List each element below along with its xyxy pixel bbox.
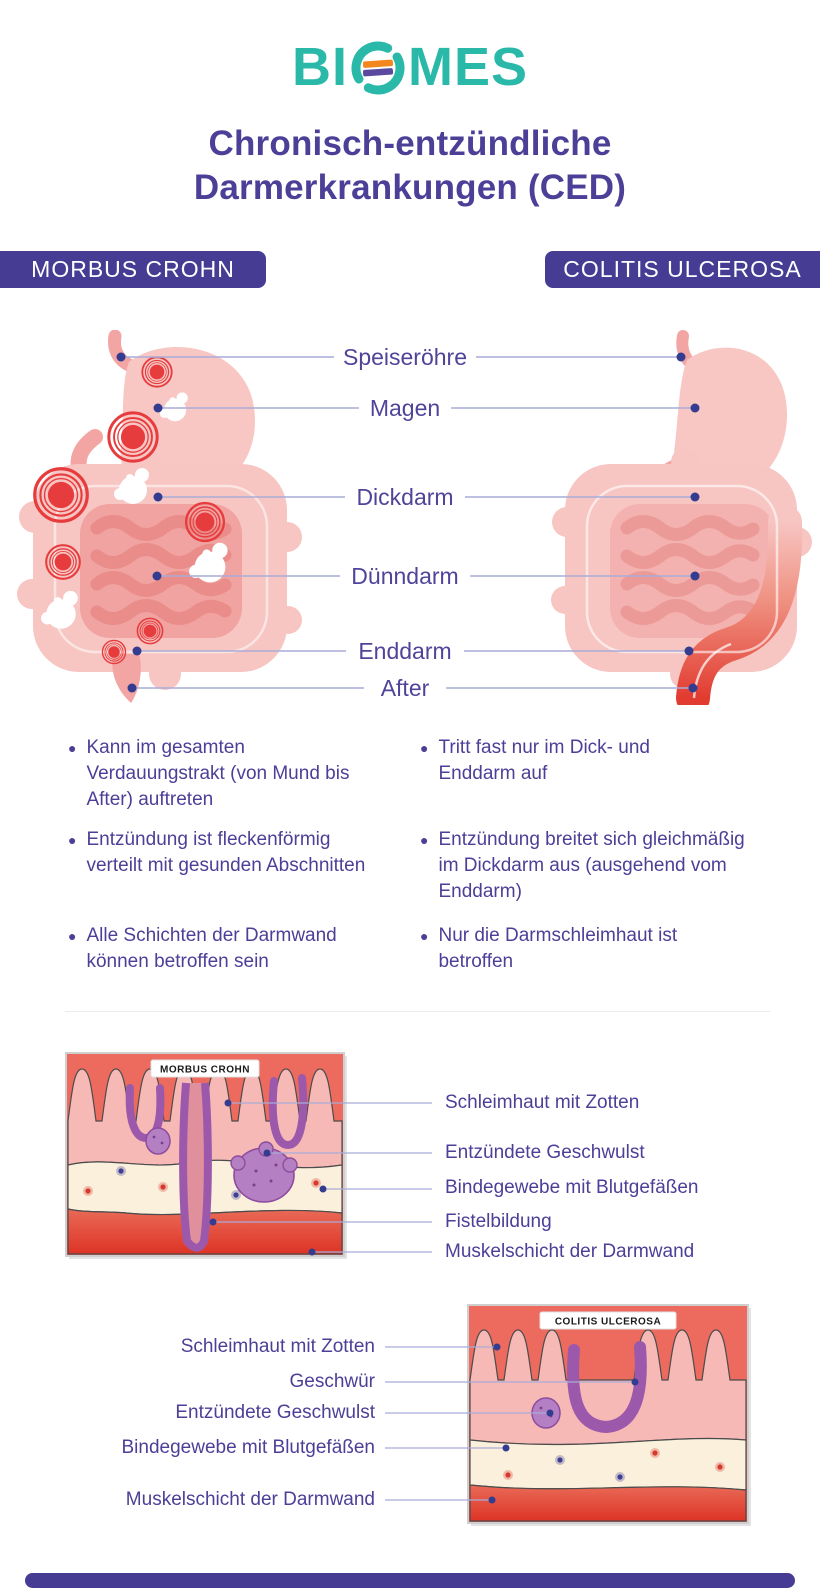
crohn-tissue-label-1: Schleimhaut mit Zotten <box>445 1092 640 1113</box>
crohn-tissue-title: MORBUS CROHN <box>160 1065 250 1076</box>
crohn-rectum <box>112 654 141 703</box>
digestive-tract-comparison-illustration <box>17 330 812 705</box>
anatomy-label-enddarm: Enddarm <box>358 638 452 664</box>
colitis-digestive-tract <box>551 330 812 705</box>
bullet-dot: ● <box>68 928 77 944</box>
colitis-bullet-1: ● Tritt fast nur im Dick- und Enddarm au… <box>420 735 720 787</box>
crohn-esophagus <box>108 330 138 373</box>
logo-text-mes: MES <box>407 37 529 97</box>
biomes-logo: BI MES <box>0 38 820 96</box>
crohn-tissue-cross-section: MORBUS CROHN <box>65 1052 432 1259</box>
crohn-small-growth <box>145 1127 171 1155</box>
morbus-crohn-badge: MORBUS CROHN <box>0 251 266 288</box>
bullet-dot: ● <box>68 740 77 756</box>
footer-bar <box>25 1573 795 1588</box>
anatomy-connector-dots <box>116 352 700 693</box>
colitis-tissue-title: COLITIS ULCEROSA <box>555 1317 661 1328</box>
crohn-bullet-2: ● Entzündung ist fleckenförmig verteilt … <box>68 827 378 879</box>
colitis-connective-tissue-layer <box>469 1437 747 1491</box>
colitis-bullet-3: ● Nur die Darmschleimhaut ist betroffen <box>420 923 740 975</box>
colitis-tissue-label-4: Bindegewebe mit Blutgefäßen <box>121 1437 376 1458</box>
crohn-bullet-3: ● Alle Schichten der Darmwand können bet… <box>68 923 388 975</box>
colitis-ulcer <box>567 1341 647 1434</box>
crohn-digestive-tract <box>17 330 302 703</box>
colitis-tissue-label-5: Muskelschicht der Darmwand <box>125 1489 375 1510</box>
crohn-blood-vessel-dots <box>83 1166 321 1200</box>
colitis-tissue-connector-lines <box>385 1346 635 1501</box>
biomes-o-leaf-icon <box>351 41 405 95</box>
colitis-colon <box>551 448 812 705</box>
logo-text-bi: BI <box>291 37 348 97</box>
anatomy-label-dickdarm: Dickdarm <box>356 484 454 510</box>
bullet-dot: ● <box>420 740 429 756</box>
crohn-tissue-label-5: Muskelschicht der Darmwand <box>445 1241 695 1262</box>
colitis-tissue-title-badge: COLITIS ULCEROSA <box>539 1311 677 1330</box>
crohn-tissue-label-2: Entzündete Geschwulst <box>445 1142 645 1163</box>
colitis-tissue-cross-section: COLITIS ULCEROSA <box>385 1304 751 1526</box>
colitis-rectum-tip <box>685 692 701 705</box>
page-title-line1: Chronisch-entzündliche <box>208 124 612 163</box>
bullet-dot: ● <box>68 832 77 848</box>
colitis-inflamed-colon-gradient <box>676 505 803 705</box>
crohn-bullet-1: ● Kann im gesamten Verdauungstrakt (von … <box>68 735 360 813</box>
page-title-line2: Darmerkrankungen (CED) <box>193 168 627 207</box>
bullet-dot: ● <box>420 928 429 944</box>
crohn-tissue-drawing: MORBUS CROHN <box>65 1052 347 1259</box>
colitis-ulcerosa-badge: COLITIS ULCEROSA <box>545 251 820 288</box>
colitis-stomach <box>674 347 788 495</box>
anatomy-connector-lines <box>121 356 695 689</box>
crohn-colon <box>17 447 302 690</box>
colitis-tissue-drawing: COLITIS ULCEROSA <box>467 1304 751 1526</box>
section-divider <box>65 1011 770 1012</box>
crohn-tissue-connector-dots <box>209 1099 327 1256</box>
crohn-fistula-channel <box>179 1082 212 1252</box>
colitis-tissue-label-2: Geschwür <box>289 1371 375 1392</box>
anatomy-label-speiseroehre: Speiseröhre <box>342 344 468 370</box>
colitis-tissue-label-3: Entzündete Geschwulst <box>175 1402 375 1423</box>
crohn-tissue-connector-lines <box>213 1102 432 1253</box>
anatomy-label-after: After <box>380 675 430 701</box>
crohn-inflamed-crypt-right <box>268 1074 308 1150</box>
colitis-blood-vessel-dots <box>503 1448 725 1482</box>
colitis-tissue-connector-dots <box>488 1343 639 1504</box>
crohn-tissue-title-badge: MORBUS CROHN <box>150 1059 260 1078</box>
colitis-tissue-label-1: Schleimhaut mit Zotten <box>180 1336 375 1357</box>
anatomy-label-magen: Magen <box>369 395 441 421</box>
bullet-dot: ● <box>420 832 429 848</box>
colitis-muscle-layer <box>469 1484 747 1522</box>
colitis-bullet-2: ● Entzündung breitet sich gleichmäßig im… <box>420 827 765 905</box>
page-title: Chronisch-entzündliche Darmerkrankungen … <box>0 122 820 210</box>
crohn-tissue-label-4: Fistelbildung <box>445 1211 552 1232</box>
crohn-tissue-label-3: Bindegewebe mit Blutgefäßen <box>445 1177 699 1198</box>
anatomy-label-duenndarm: Dünndarm <box>351 563 459 589</box>
colitis-small-intestine-coils <box>620 515 760 625</box>
